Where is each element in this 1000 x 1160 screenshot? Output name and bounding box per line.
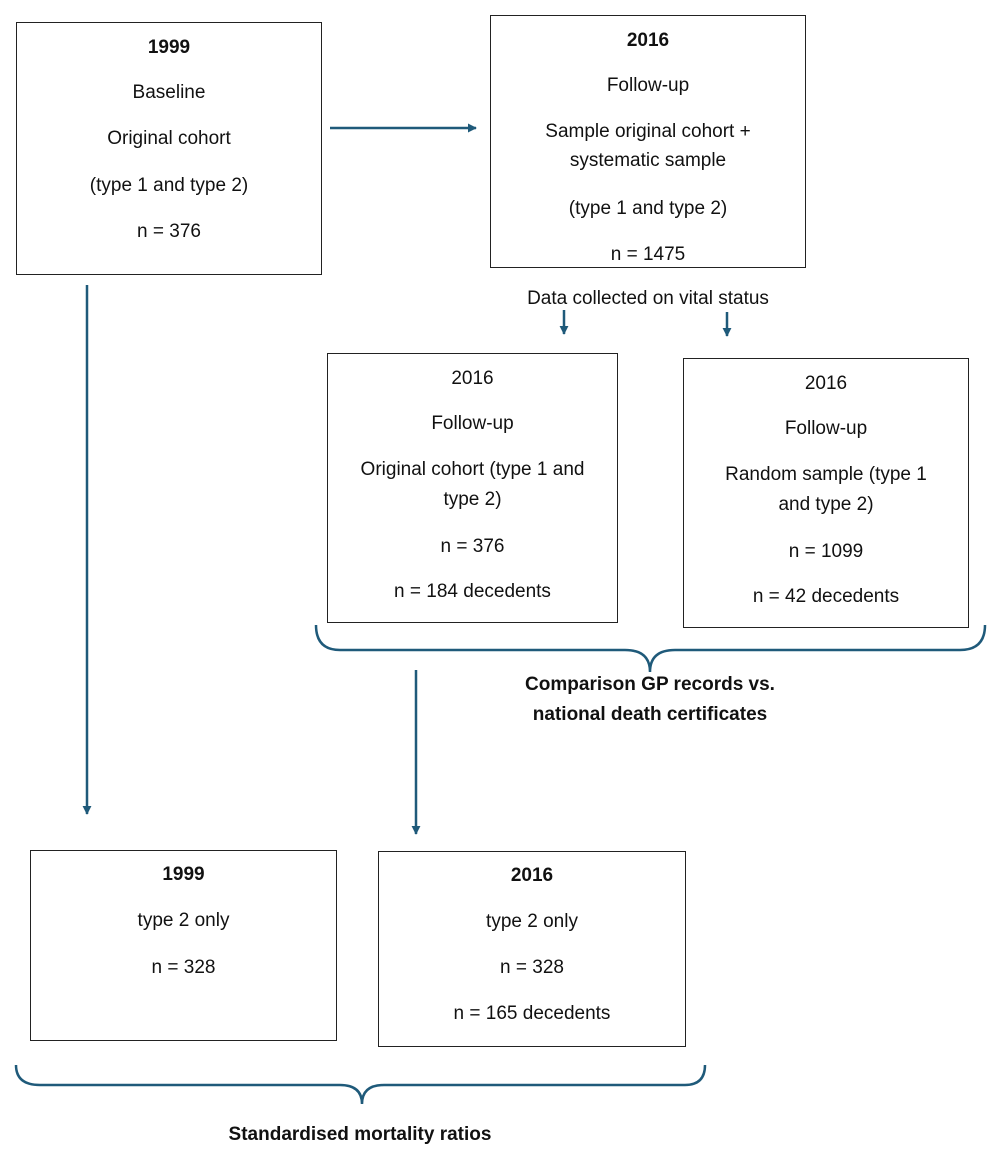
type2-1999-box: 1999 type 2 only n = 328 bbox=[30, 850, 337, 1041]
baseline-types: (type 1 and type 2) bbox=[89, 175, 249, 196]
original-cohort-n: n = 376 bbox=[440, 536, 505, 557]
followup-systematic: systematic sample bbox=[569, 150, 727, 171]
comparison-label-line-1: Comparison GP records vs. bbox=[525, 674, 775, 695]
original-cohort-desc-2: type 2) bbox=[443, 489, 502, 510]
type2-2016-n: n = 328 bbox=[500, 957, 564, 978]
random-sample-box: 2016 Follow-up Random sample (type 1 and… bbox=[683, 358, 969, 628]
random-sample-desc-1: Random sample (type 1 bbox=[725, 464, 927, 485]
vital-status-label: Data collected on vital status bbox=[527, 288, 769, 309]
type2-1999-label: type 2 only bbox=[137, 910, 230, 931]
followup-n: n = 1475 bbox=[610, 244, 686, 265]
smr-label: Standardised mortality ratios bbox=[228, 1124, 492, 1145]
baseline-cohort: Original cohort bbox=[107, 128, 231, 149]
random-sample-label: Follow-up bbox=[784, 418, 868, 439]
comparison-label-line-2: national death certificates bbox=[532, 704, 768, 725]
baseline-box: 1999 Baseline Original cohort (type 1 an… bbox=[16, 22, 322, 275]
type2-2016-year: 2016 bbox=[510, 865, 554, 886]
comparison-label: Comparison GP records vs. national death… bbox=[450, 670, 850, 730]
baseline-n: n = 376 bbox=[137, 221, 201, 242]
followup-types: (type 1 and type 2) bbox=[568, 198, 728, 219]
random-sample-year: 2016 bbox=[804, 373, 848, 394]
followup-label: Follow-up bbox=[606, 75, 690, 96]
baseline-label: Baseline bbox=[132, 82, 206, 103]
original-cohort-desc-1: Original cohort (type 1 and bbox=[360, 459, 585, 480]
brace-smr bbox=[14, 1064, 707, 1105]
original-cohort-label: Follow-up bbox=[431, 413, 514, 434]
random-sample-n: n = 1099 bbox=[788, 541, 864, 562]
random-sample-desc-2: and type 2) bbox=[778, 494, 874, 515]
followup-sample: Sample original cohort + bbox=[545, 121, 751, 142]
original-cohort-year: 2016 bbox=[451, 368, 494, 389]
original-cohort-box: 2016 Follow-up Original cohort (type 1 a… bbox=[327, 353, 618, 623]
type2-2016-label: type 2 only bbox=[486, 911, 578, 932]
baseline-year: 1999 bbox=[147, 37, 191, 58]
brace-comparison bbox=[314, 624, 987, 673]
type2-2016-box: 2016 type 2 only n = 328 n = 165 deceden… bbox=[378, 851, 686, 1047]
followup-box: 2016 Follow-up Sample original cohort + … bbox=[490, 15, 806, 268]
random-sample-decedents: n = 42 decedents bbox=[752, 586, 900, 607]
type2-1999-n: n = 328 bbox=[151, 957, 216, 978]
type2-1999-year: 1999 bbox=[162, 864, 205, 885]
type2-2016-decedents: n = 165 decedents bbox=[453, 1003, 611, 1024]
original-cohort-decedents: n = 184 decedents bbox=[394, 581, 551, 602]
followup-year: 2016 bbox=[626, 30, 670, 51]
